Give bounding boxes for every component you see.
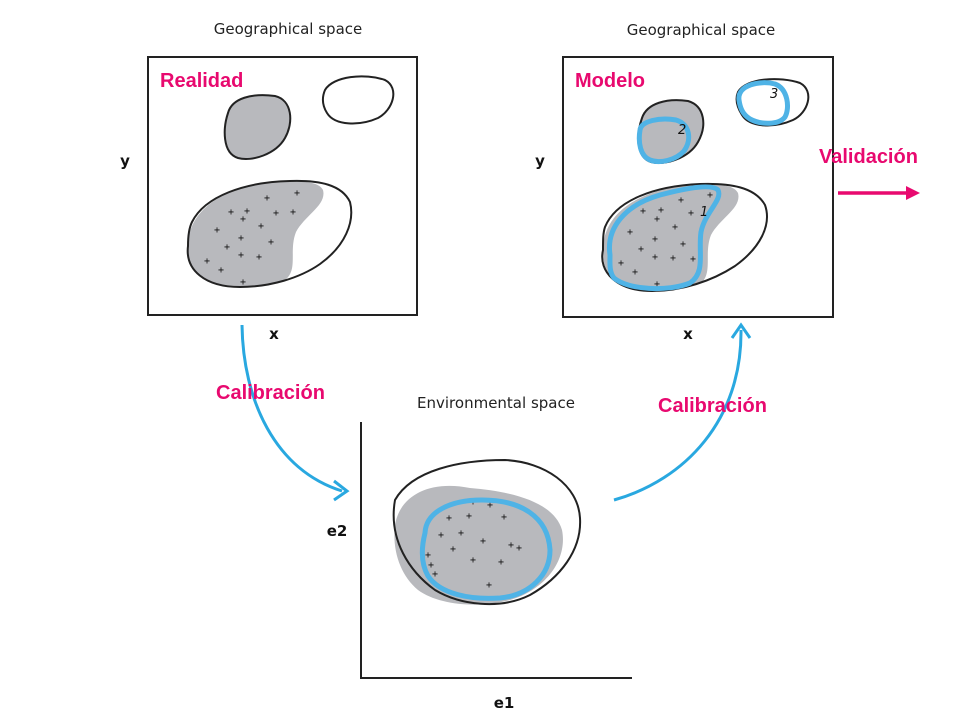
- calibration-arrowhead-left: [333, 479, 350, 502]
- svg-text:+: +: [498, 557, 504, 568]
- svg-text:+: +: [224, 242, 230, 253]
- svg-text:+: +: [264, 193, 270, 204]
- model-panel-title: Geographical space: [627, 21, 775, 39]
- svg-text:+: +: [680, 239, 686, 250]
- svg-text:+: +: [654, 214, 660, 225]
- model-occupied-patch-small: [637, 99, 705, 164]
- svg-text:+: +: [446, 513, 452, 524]
- environment-axes: [360, 422, 632, 679]
- svg-text:+: +: [450, 544, 456, 555]
- svg-text:+: +: [470, 555, 476, 566]
- suitable-area-large: [186, 179, 353, 289]
- svg-text:+: +: [438, 530, 444, 541]
- calibration-arrowhead-right: [730, 322, 752, 339]
- region-number-1: 1: [700, 205, 708, 220]
- svg-text:+: +: [204, 256, 210, 267]
- svg-text:+: +: [690, 254, 696, 265]
- reality-x-label: x: [269, 325, 279, 343]
- svg-text:+: +: [516, 543, 522, 554]
- svg-text:+: +: [458, 528, 464, 539]
- svg-text:+: +: [707, 190, 713, 201]
- model-prediction-region-1: [606, 184, 722, 292]
- model-prediction-region-3: [736, 80, 790, 126]
- svg-text:+: +: [678, 195, 684, 206]
- occupied-environment: [394, 485, 563, 605]
- svg-text:+: +: [432, 569, 438, 580]
- environment-occurrence-points: ++++ ++++ ++++ ++++ +: [425, 497, 522, 591]
- svg-text:+: +: [487, 500, 493, 511]
- calibration-arrow-left: [240, 324, 343, 493]
- svg-text:+: +: [273, 208, 279, 219]
- svg-text:+: +: [238, 233, 244, 244]
- environment-model-envelope: [419, 497, 553, 601]
- occupied-patch-small: [223, 94, 292, 160]
- svg-text:+: +: [672, 222, 678, 233]
- model-occupied-area-large: [603, 184, 739, 291]
- model-panel: Geographical space Modelo y x ++++ ++++ …: [535, 21, 834, 343]
- occurrence-points: ++++ ++++ ++++ ++++ +: [204, 188, 300, 288]
- svg-text:+: +: [228, 207, 234, 218]
- reality-tag: Realidad: [160, 70, 243, 92]
- region-number-3: 3: [770, 87, 778, 102]
- model-x-label: x: [683, 325, 693, 343]
- svg-text:+: +: [652, 252, 658, 263]
- reality-panel: Geographical space Realidad y x ++++ +++…: [120, 20, 418, 343]
- environment-panel-title: Environmental space: [417, 394, 575, 412]
- validation-arrowhead: [906, 186, 920, 200]
- reality-frame: [147, 56, 418, 316]
- svg-text:+: +: [244, 206, 250, 217]
- svg-text:+: +: [290, 207, 296, 218]
- model-frame: [562, 56, 834, 318]
- calibration-arrow-right: [613, 329, 743, 502]
- svg-text:+: +: [428, 560, 434, 571]
- region-number-2: 2: [678, 123, 686, 138]
- svg-text:+: +: [486, 580, 492, 591]
- occupied-area-large: [188, 181, 324, 287]
- model-y-label: y: [535, 152, 545, 170]
- svg-text:+: +: [258, 221, 264, 232]
- unoccupied-patch: [321, 75, 395, 125]
- suitable-environment: [392, 458, 582, 605]
- svg-text:+: +: [627, 227, 633, 238]
- svg-text:+: +: [425, 550, 431, 561]
- model-suitable-area-large: [601, 182, 768, 293]
- svg-text:+: +: [508, 540, 514, 551]
- svg-text:+: +: [466, 511, 472, 522]
- process-flow: Calibración Calibración Validación: [216, 146, 920, 502]
- svg-text:+: +: [240, 277, 246, 288]
- reality-y-label: y: [120, 152, 130, 170]
- svg-text:+: +: [480, 536, 486, 547]
- svg-text:+: +: [658, 205, 664, 216]
- validation-label: Validación: [819, 146, 918, 168]
- environment-x-label: e1: [494, 694, 515, 712]
- svg-text:+: +: [238, 250, 244, 261]
- model-occurrence-points: ++++ ++++ ++++ ++++ +: [618, 190, 713, 290]
- calibration-label-left: Calibración: [216, 382, 325, 404]
- svg-text:+: +: [652, 234, 658, 245]
- model-tag: Modelo: [575, 70, 645, 92]
- svg-text:+: +: [670, 253, 676, 264]
- svg-text:+: +: [501, 512, 507, 523]
- svg-text:+: +: [214, 225, 220, 236]
- svg-text:+: +: [638, 244, 644, 255]
- svg-text:+: +: [218, 265, 224, 276]
- svg-text:+: +: [268, 237, 274, 248]
- calibration-label-right: Calibración: [658, 395, 767, 417]
- svg-text:+: +: [240, 214, 246, 225]
- svg-text:+: +: [618, 258, 624, 269]
- svg-text:+: +: [256, 252, 262, 263]
- svg-text:+: +: [688, 208, 694, 219]
- svg-text:+: +: [640, 206, 646, 217]
- environment-y-label: e2: [327, 522, 348, 540]
- svg-text:+: +: [654, 279, 660, 290]
- svg-text:+: +: [632, 267, 638, 278]
- environment-panel: Environmental space e2 e1 ++++ ++++ ++++…: [327, 394, 632, 712]
- reality-panel-title: Geographical space: [214, 20, 362, 38]
- model-prediction-region-2: [636, 116, 692, 165]
- svg-text:+: +: [294, 188, 300, 199]
